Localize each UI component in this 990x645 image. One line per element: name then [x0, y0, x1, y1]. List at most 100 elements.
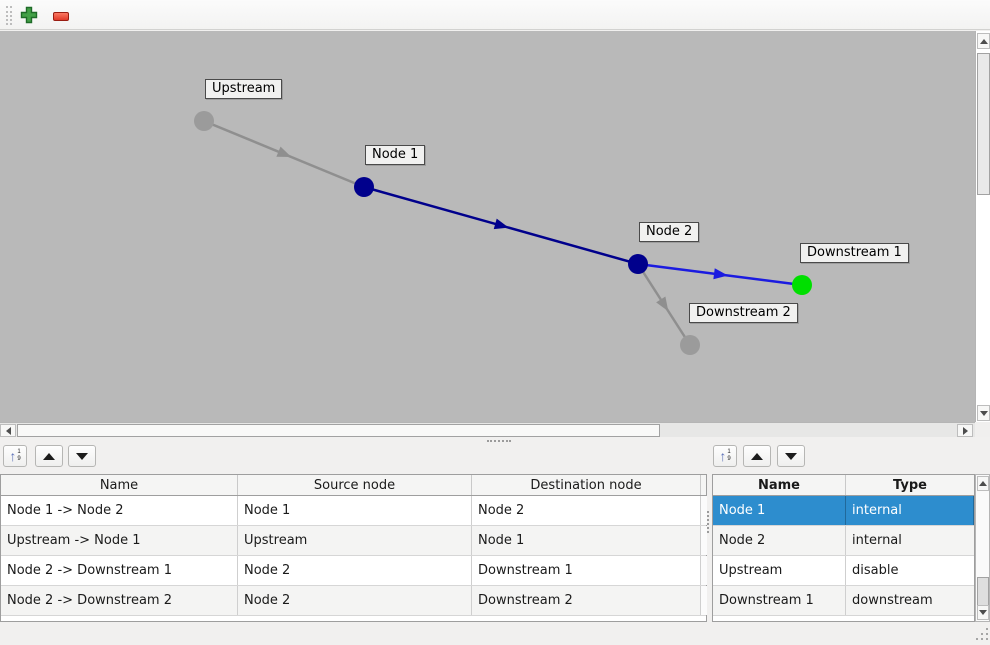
node-label-downstream-1[interactable]: Downstream 1 [800, 243, 909, 263]
node-label-upstream[interactable]: Upstream [205, 79, 283, 99]
cell[interactable]: Upstream [713, 556, 846, 585]
nodes-table-row-downstream-1[interactable]: Downstream 1 downstream [713, 586, 974, 616]
cell[interactable]: Downstream 2 [472, 586, 701, 615]
cell[interactable]: Node 2 [238, 586, 472, 615]
scroll-right-button[interactable] [957, 424, 973, 437]
graph-node-node-2[interactable] [628, 254, 648, 274]
cell[interactable]: Upstream [238, 526, 472, 555]
scroll-down-button[interactable] [977, 405, 990, 421]
nodes-table-scrollbar[interactable] [975, 474, 990, 622]
header-gutter [701, 475, 706, 495]
cell[interactable]: Downstream 1 [472, 556, 701, 585]
row-gutter [701, 496, 707, 525]
edges-table-column-header-source-node[interactable]: Source node [238, 475, 472, 495]
edges-move-up-button[interactable] [35, 445, 63, 467]
graph-node-downstream-1[interactable] [792, 275, 812, 295]
arrow-up-icon [979, 481, 987, 486]
node-label-node-2[interactable]: Node 2 [639, 222, 700, 242]
arrow-down-icon [979, 410, 988, 416]
cell[interactable]: Node 2 [713, 526, 846, 555]
graph-node-upstream[interactable] [194, 111, 214, 131]
edge-arrow-icon [493, 218, 509, 230]
nodes-table-column-header-type[interactable]: Type [893, 477, 927, 493]
cell[interactable]: Upstream -> Node 1 [1, 526, 238, 555]
graph-node-node-1[interactable] [354, 177, 374, 197]
row-gutter [701, 526, 707, 555]
cell[interactable]: Node 1 -> Node 2 [1, 496, 238, 525]
cell[interactable]: Node 2 [238, 556, 472, 585]
triangle-down-icon [76, 452, 88, 460]
cell[interactable]: Node 1 [238, 496, 472, 525]
arrow-up-icon [979, 38, 988, 44]
cell[interactable]: disable [852, 563, 899, 578]
edges-table-column-header-name[interactable]: Name [1, 475, 238, 495]
nodes-table-header: Name Type [713, 475, 974, 496]
edge-arrow-icon [713, 268, 728, 280]
triangle-up-icon [43, 452, 55, 460]
triangle-down-icon [785, 452, 797, 460]
nodes-table-row-upstream[interactable]: Upstream disable [713, 556, 974, 586]
scrollbar-corner [975, 422, 990, 437]
window-resize-grip[interactable] [976, 628, 978, 630]
nodes-table-scrollbar-thumb[interactable] [977, 577, 989, 607]
vertical-splitter-handle[interactable] [707, 511, 709, 533]
remove-node-button[interactable] [50, 5, 72, 27]
scroll-up-button[interactable] [977, 476, 989, 491]
edge-arrow-icon [276, 146, 292, 158]
scroll-left-button[interactable] [0, 424, 16, 437]
nodes-move-up-button[interactable] [743, 445, 771, 467]
horizontal-splitter-handle[interactable] [487, 440, 511, 442]
cell[interactable]: Node 2 -> Downstream 2 [1, 586, 238, 615]
row-gutter [701, 556, 707, 585]
arrow-right-icon [962, 426, 968, 435]
minus-icon [53, 11, 69, 21]
node-label-node-1[interactable]: Node 1 [365, 145, 426, 165]
cell[interactable]: Node 2 -> Downstream 1 [1, 556, 238, 585]
toolbar-drag-handle[interactable] [6, 6, 12, 25]
node-label-downstream-2[interactable]: Downstream 2 [689, 303, 798, 323]
cell[interactable]: Node 1 [713, 496, 846, 525]
scroll-up-button[interactable] [977, 33, 990, 49]
plus-icon [20, 6, 38, 27]
edges-move-down-button[interactable] [68, 445, 96, 467]
graph-vertical-scrollbar[interactable] [975, 31, 990, 422]
cell[interactable]: Node 2 [472, 496, 701, 525]
graph-horizontal-scrollbar[interactable] [0, 422, 975, 437]
cell[interactable]: Node 1 [472, 526, 701, 555]
add-node-button[interactable] [18, 5, 40, 27]
nodes-table-column-header-name[interactable]: Name [713, 475, 846, 495]
horizontal-scrollbar-thumb[interactable] [17, 424, 660, 437]
nodes-table-row-node-2[interactable]: Node 2 internal [713, 526, 974, 556]
graph-node-downstream-2[interactable] [680, 335, 700, 355]
graph-svg [194, 111, 812, 355]
edge-arrow-icon [656, 296, 669, 312]
cell[interactable]: downstream [852, 593, 933, 608]
main-toolbar [0, 0, 990, 30]
vertical-scrollbar-thumb[interactable] [977, 53, 990, 195]
arrow-left-icon [5, 426, 11, 435]
edges-table-column-header-destination-node[interactable]: Destination node [472, 475, 701, 495]
triangle-up-icon [751, 452, 763, 460]
scroll-down-button[interactable] [977, 605, 989, 620]
nodes-move-down-button[interactable] [777, 445, 805, 467]
cell[interactable]: Downstream 1 [713, 586, 846, 615]
row-gutter [701, 586, 707, 615]
cell[interactable]: internal [852, 533, 902, 548]
cell[interactable]: internal [846, 496, 974, 525]
